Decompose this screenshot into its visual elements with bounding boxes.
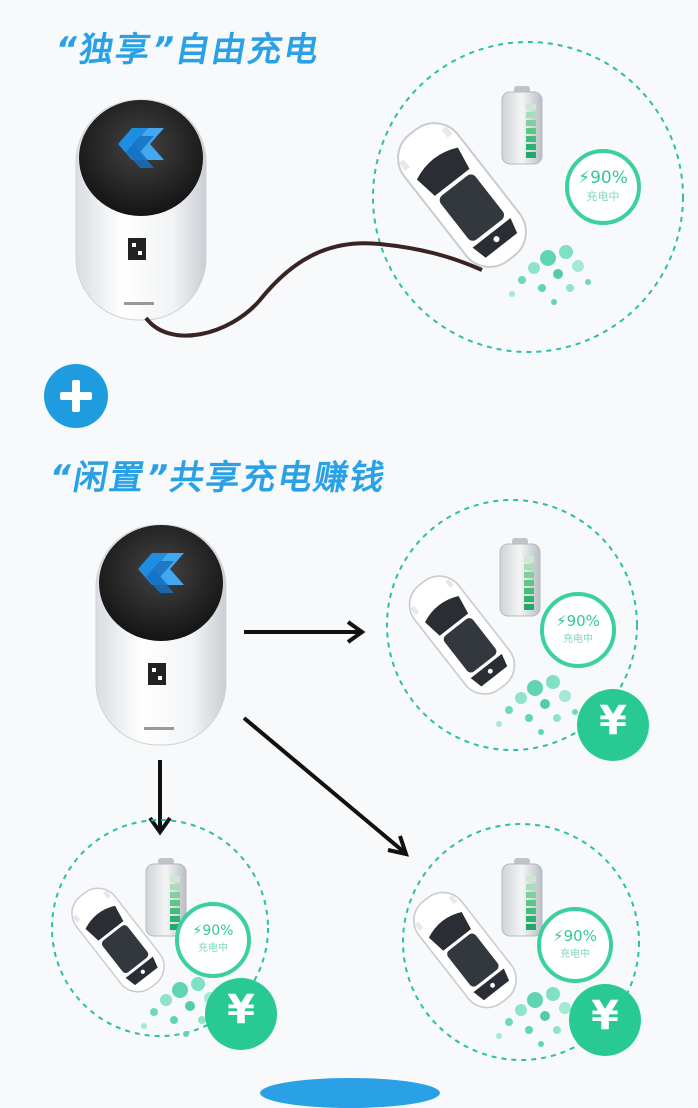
charge-label: 充电中 [560, 949, 590, 960]
charge-label: 充电中 [563, 634, 593, 645]
lightning-icon: ⚡ [556, 612, 567, 630]
charge-percent: 90% [563, 927, 597, 945]
yen-icon: ¥ [599, 698, 627, 744]
lightning-icon: ⚡ [553, 927, 564, 945]
status-badge: ⚡90% 充电中 [567, 168, 639, 204]
plus-icon [44, 364, 108, 428]
status-badge: ⚡90% 充电中 [177, 923, 249, 954]
charge-percent: 90% [590, 168, 628, 188]
charge-label: 充电中 [198, 943, 228, 954]
charge-label: 充电中 [586, 190, 620, 203]
lightning-icon: ⚡ [192, 923, 203, 939]
charge-percent: 90% [566, 612, 600, 630]
arrow-icon [148, 620, 410, 857]
status-badge: ⚡90% 充电中 [539, 927, 611, 960]
top-charging-scene [75, 41, 684, 353]
charge-percent: 90% [202, 923, 234, 939]
yen-icon: ¥ [227, 987, 255, 1033]
bottom-decoration [260, 1078, 440, 1108]
status-badge: ⚡90% 充电中 [542, 612, 614, 645]
lightning-icon: ⚡ [578, 168, 591, 188]
shared-charging-scene [51, 499, 649, 1061]
yen-icon: ¥ [591, 993, 619, 1039]
